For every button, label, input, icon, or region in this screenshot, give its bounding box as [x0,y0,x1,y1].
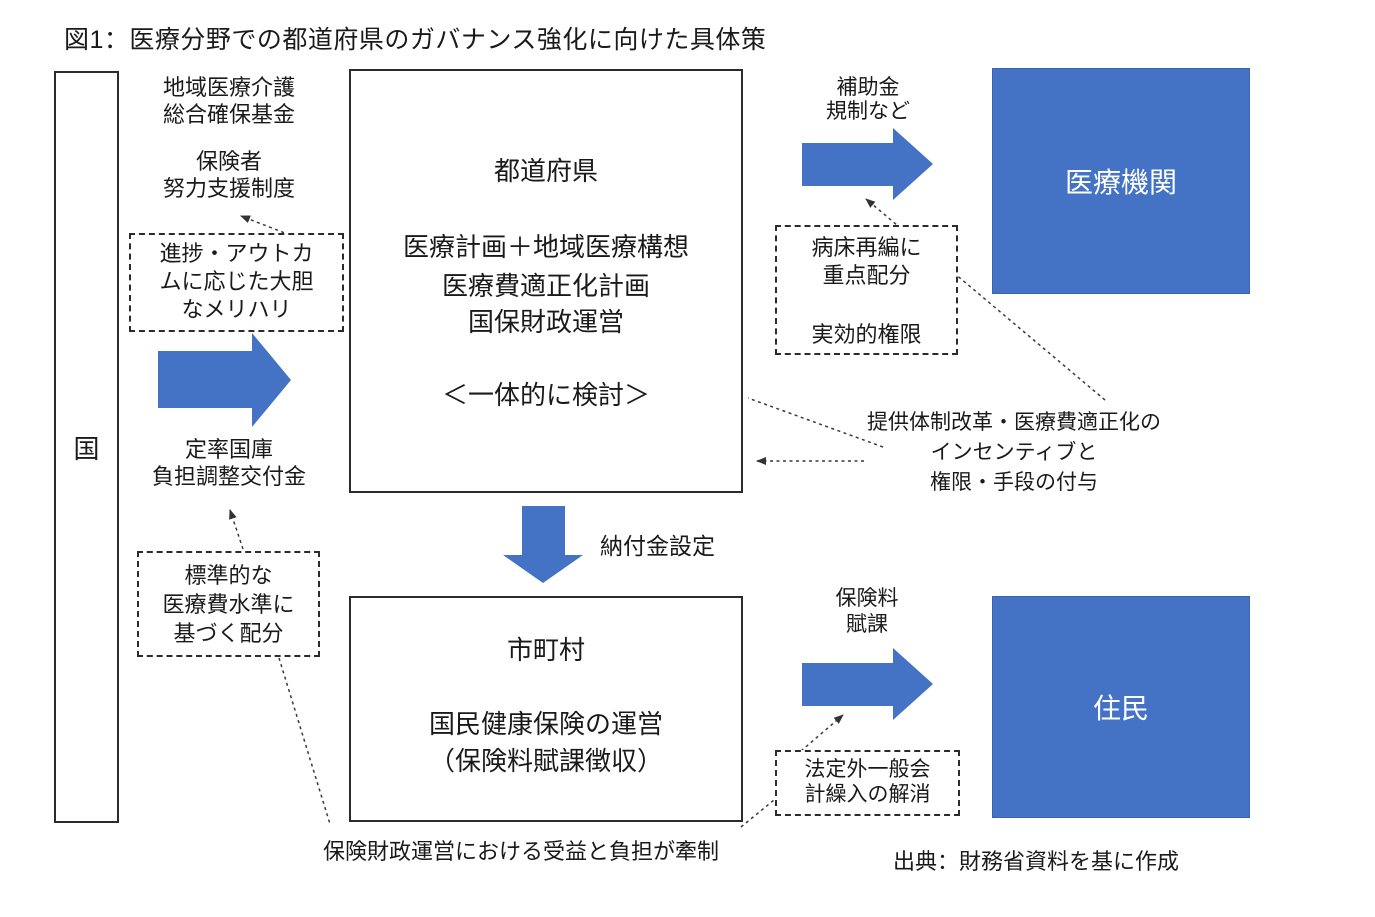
source-note: 出典：財務省資料を基に作成 [893,849,1180,874]
label-subsidy-regulation: 補助金 規制など [826,76,910,123]
prefecture-line-2: 医療費適正化計画 [441,271,650,301]
medical-institution-box: 医療機関 [992,68,1250,294]
municipality-line-1: 国民健康保険の運営 [428,709,663,739]
dashed-box-progress-outcome: 進捗・アウトカ ムに応じた大胆 なメリハリ [129,233,344,332]
figure-title: 図1：医療分野での都道府県のガバナンス強化に向けた具体策 [64,26,767,54]
label-premium-levy: 保険料 賦課 [835,587,899,636]
prefecture-line-3: 国保財政運営 [467,307,624,337]
prefecture-line-1: 医療計画＋地域医療構想 [402,232,689,262]
municipality-box: 市町村 国民健康保険の運営 （保険料賦課徴収） [349,596,743,822]
arrow-payment-down [503,506,583,583]
medical-institution-label: 医療機関 [1064,167,1177,198]
prefecture-box: 都道府県 医療計画＋地域医療構想 医療費適正化計画 国保財政運営 ＜一体的に検討… [349,69,743,493]
nation-box: 国 [54,71,119,823]
arrow-national-support [158,333,291,427]
label-incentive-authority: 提供体制改革・医療費適正化の インセンティブと 権限・手段の付与 [867,411,1161,494]
connector-standard-to-bottomnote [278,657,331,825]
arrow-subsidy-regulation [802,128,933,200]
municipality-line-2: （保険料賦課徴収） [428,746,663,776]
dashed-box-bed-reorganization: 病床再編に 重点配分 実効的権限 [775,225,958,355]
connector-incentive-to-prefecture-diag [747,397,884,448]
connector-bottomnote-to-transfer [740,799,775,828]
municipality-title: 市町村 [506,635,585,665]
connector-progress-to-insurer [240,215,291,236]
dashed-box-general-account-transfer: 法定外一般会 計繰入の解消 [775,750,960,816]
resident-box: 住民 [992,596,1250,818]
prefecture-title: 都道府県 [493,156,598,186]
label-fund: 地域医療介護 総合確保基金 [162,75,295,127]
nation-label: 国 [73,433,100,464]
arrow-premium-levy [802,648,933,720]
dashed-box-standard-allocation: 標準的な 医療費水準に 基づく配分 [137,551,320,657]
prefecture-note: ＜一体的に検討＞ [441,380,650,410]
connector-transfer-to-premium-arrow [800,714,844,752]
label-insurer-support: 保険者 努力支援制度 [162,149,295,201]
bottom-note: 保険財政運営における受益と負担が牽制 [323,839,720,864]
label-payment-setting: 納付金設定 [600,533,715,559]
label-treasury-grant: 定率国庫 負担調整交付金 [151,437,306,489]
resident-label: 住民 [1092,693,1149,724]
connector-standard-to-treasury [229,509,244,550]
